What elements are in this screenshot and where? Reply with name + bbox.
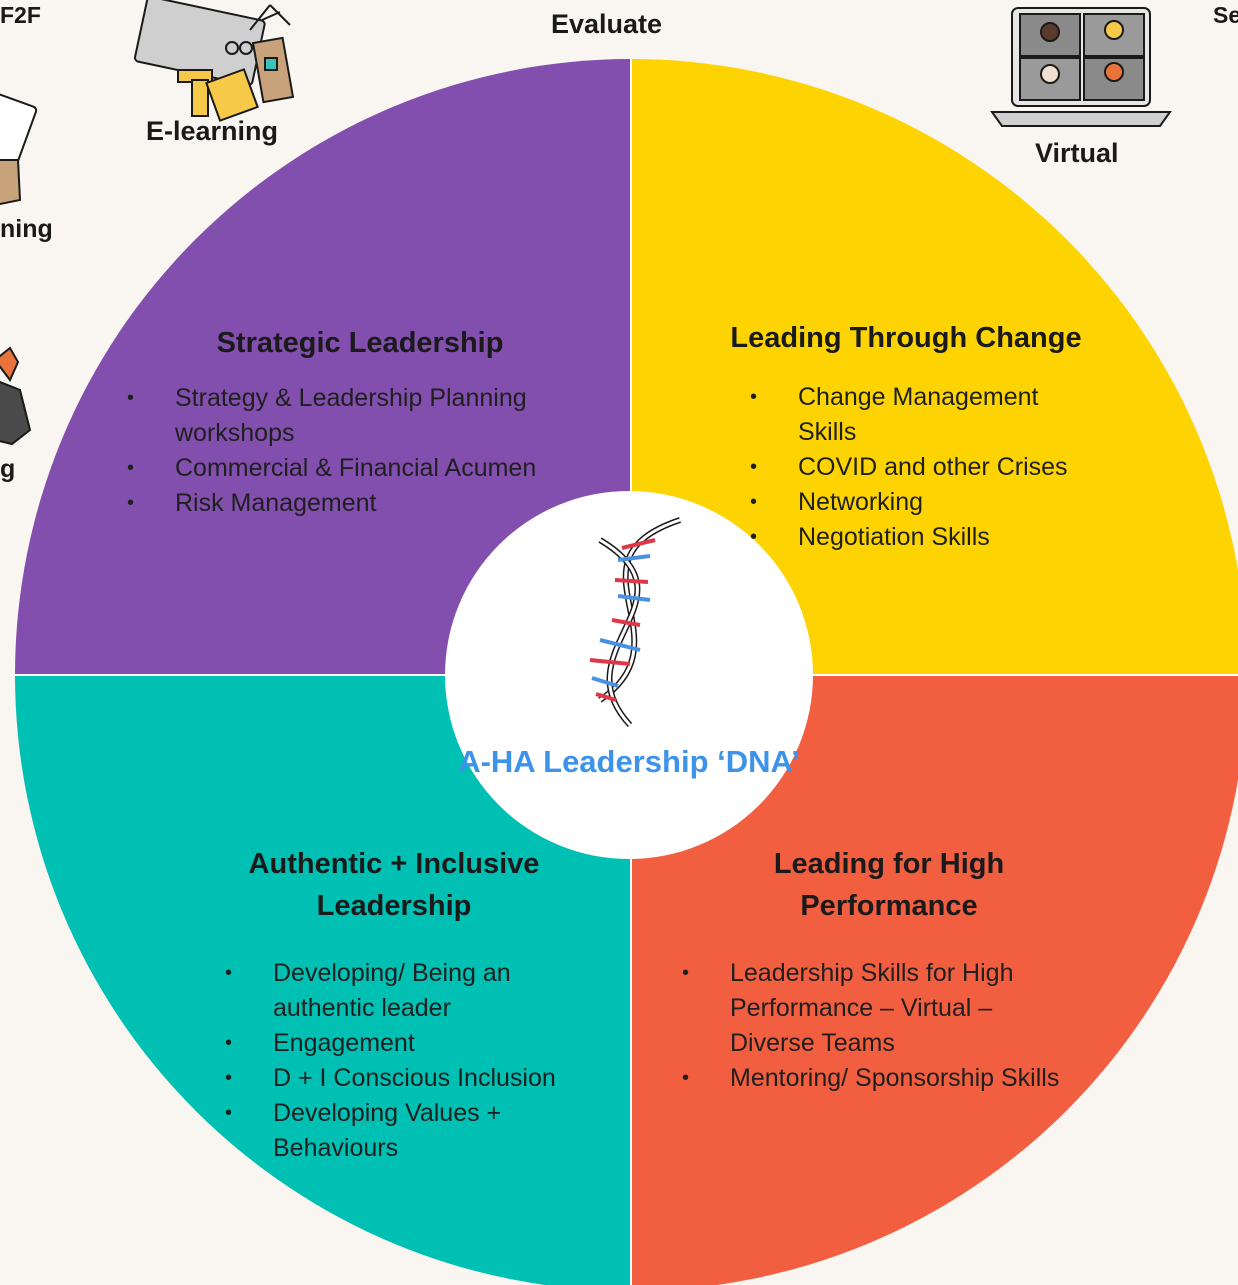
- quadrant-strategic: [15, 59, 631, 675]
- list-item: Negotiation Skills: [736, 520, 1136, 555]
- authentic-list: Developing/ Being an authentic leader En…: [211, 956, 611, 1166]
- mode-label-e-learning: E-learning: [146, 116, 279, 146]
- quadrant-title-strategic: Strategic Leadership: [216, 327, 504, 359]
- list-item: Engagement: [211, 1026, 611, 1061]
- person-illustration-partial: [0, 346, 32, 446]
- virtual-meeting-laptop-illustration: [990, 7, 1172, 127]
- center-title: A-HA Leadership ‘DNA’: [458, 744, 800, 779]
- list-item: D + I Conscious Inclusion: [211, 1061, 611, 1096]
- quadrant-title-change: Leading Through Change: [730, 322, 1082, 354]
- mode-label-evaluate: Evaluate: [551, 9, 663, 39]
- mode-label-left-partial-1: ning: [0, 215, 53, 243]
- dna-icon: [589, 517, 681, 728]
- strategic-list: Strategy & Leadership Planning workshops…: [113, 381, 593, 521]
- mode-label-top-right-partial: Se: [1213, 2, 1238, 28]
- mode-label-left-partial-2: g: [0, 455, 16, 483]
- quadrant-title-authentic: Authentic + Inclusive Leadership: [248, 848, 540, 922]
- list-item: Change Management Skills: [736, 380, 1098, 450]
- mode-label-f2f: F2F: [0, 2, 41, 28]
- tablet-illustration-partial: [0, 92, 38, 206]
- performance-list: Leadership Skills for High Performance –…: [668, 956, 1088, 1096]
- change-list: Change Management Skills COVID and other…: [736, 380, 1136, 555]
- list-item: Commercial & Financial Acumen: [113, 451, 593, 486]
- list-item: Strategy & Leadership Planning workshops: [113, 381, 593, 451]
- quadrant-title-performance: Leading for High Performance: [773, 848, 1005, 922]
- list-item: Mentoring/ Sponsorship Skills: [668, 1061, 1060, 1096]
- list-item: Leadership Skills for High Performance –…: [668, 956, 1070, 1061]
- list-item: Developing/ Being an authentic leader: [211, 956, 573, 1026]
- list-item: Risk Management: [113, 486, 593, 521]
- list-item: Networking: [736, 485, 1136, 520]
- list-item: COVID and other Crises: [736, 450, 1136, 485]
- laptop-typing-illustration: [133, 0, 295, 122]
- list-item: Developing Values + Behaviours: [211, 1096, 573, 1166]
- mode-label-virtual: Virtual: [1035, 138, 1119, 168]
- center-circle: [445, 491, 813, 859]
